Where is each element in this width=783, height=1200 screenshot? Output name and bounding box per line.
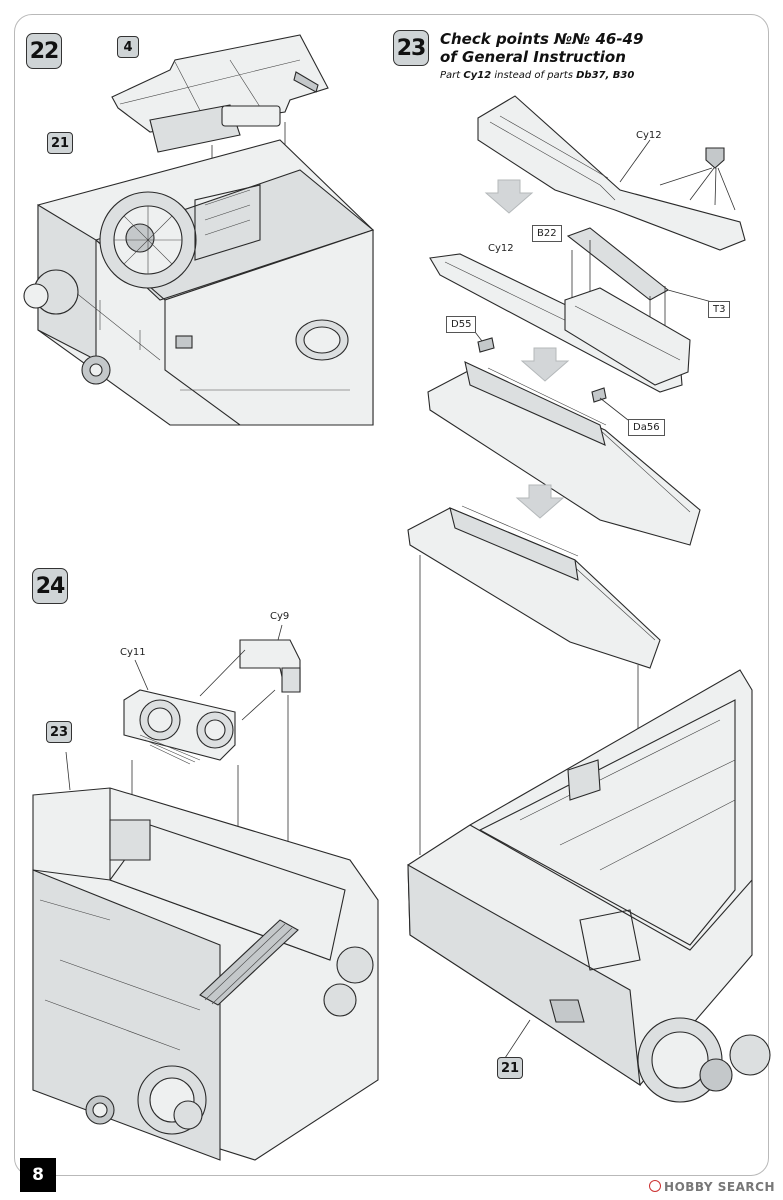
step-23-drawing xyxy=(407,95,771,1103)
step-23-title: Check points №№ 46-49 of General Instruc… xyxy=(440,30,740,66)
watermark-text: HOBBY SEARCH xyxy=(664,1180,775,1194)
step-badge-23: 23 xyxy=(393,30,429,66)
callout-cy12-rail: Cy12 xyxy=(488,243,514,254)
note-replaced-parts: Db37, B30 xyxy=(576,70,635,81)
step-23-title-line-1: Check points №№ 46-49 xyxy=(440,30,644,48)
step-24-drawing xyxy=(32,624,379,1161)
callout-cy12-top: Cy12 xyxy=(636,130,662,141)
page-number: 8 xyxy=(20,1158,56,1192)
step-badge-22: 22 xyxy=(26,33,62,69)
step-23-title-line-2: of General Instruction xyxy=(440,48,626,66)
watermark: HOBBY SEARCH xyxy=(649,1180,775,1194)
step-22-drawing xyxy=(23,34,375,426)
part-ref-23: 23 xyxy=(46,721,73,743)
callout-t3: T3 xyxy=(708,301,731,318)
part-ref-21-step23: 21 xyxy=(497,1057,524,1079)
page-frame xyxy=(14,14,769,1176)
callout-cy11: Cy11 xyxy=(120,647,146,658)
callout-b22: B22 xyxy=(532,225,562,242)
note-middle: instead of parts xyxy=(491,70,577,81)
step-23-note: Part Cy12 instead of parts Db37, B30 xyxy=(440,70,634,81)
part-ref-4: 4 xyxy=(117,36,139,58)
part-ref-21: 21 xyxy=(47,132,74,154)
callout-da56: Da56 xyxy=(628,419,665,436)
watermark-logo-icon xyxy=(649,1180,662,1192)
callout-d55: D55 xyxy=(446,316,477,333)
step-badge-24: 24 xyxy=(32,568,68,604)
note-new-part: Cy12 xyxy=(463,70,492,81)
callout-cy9: Cy9 xyxy=(270,611,290,622)
note-prefix: Part xyxy=(440,70,464,81)
